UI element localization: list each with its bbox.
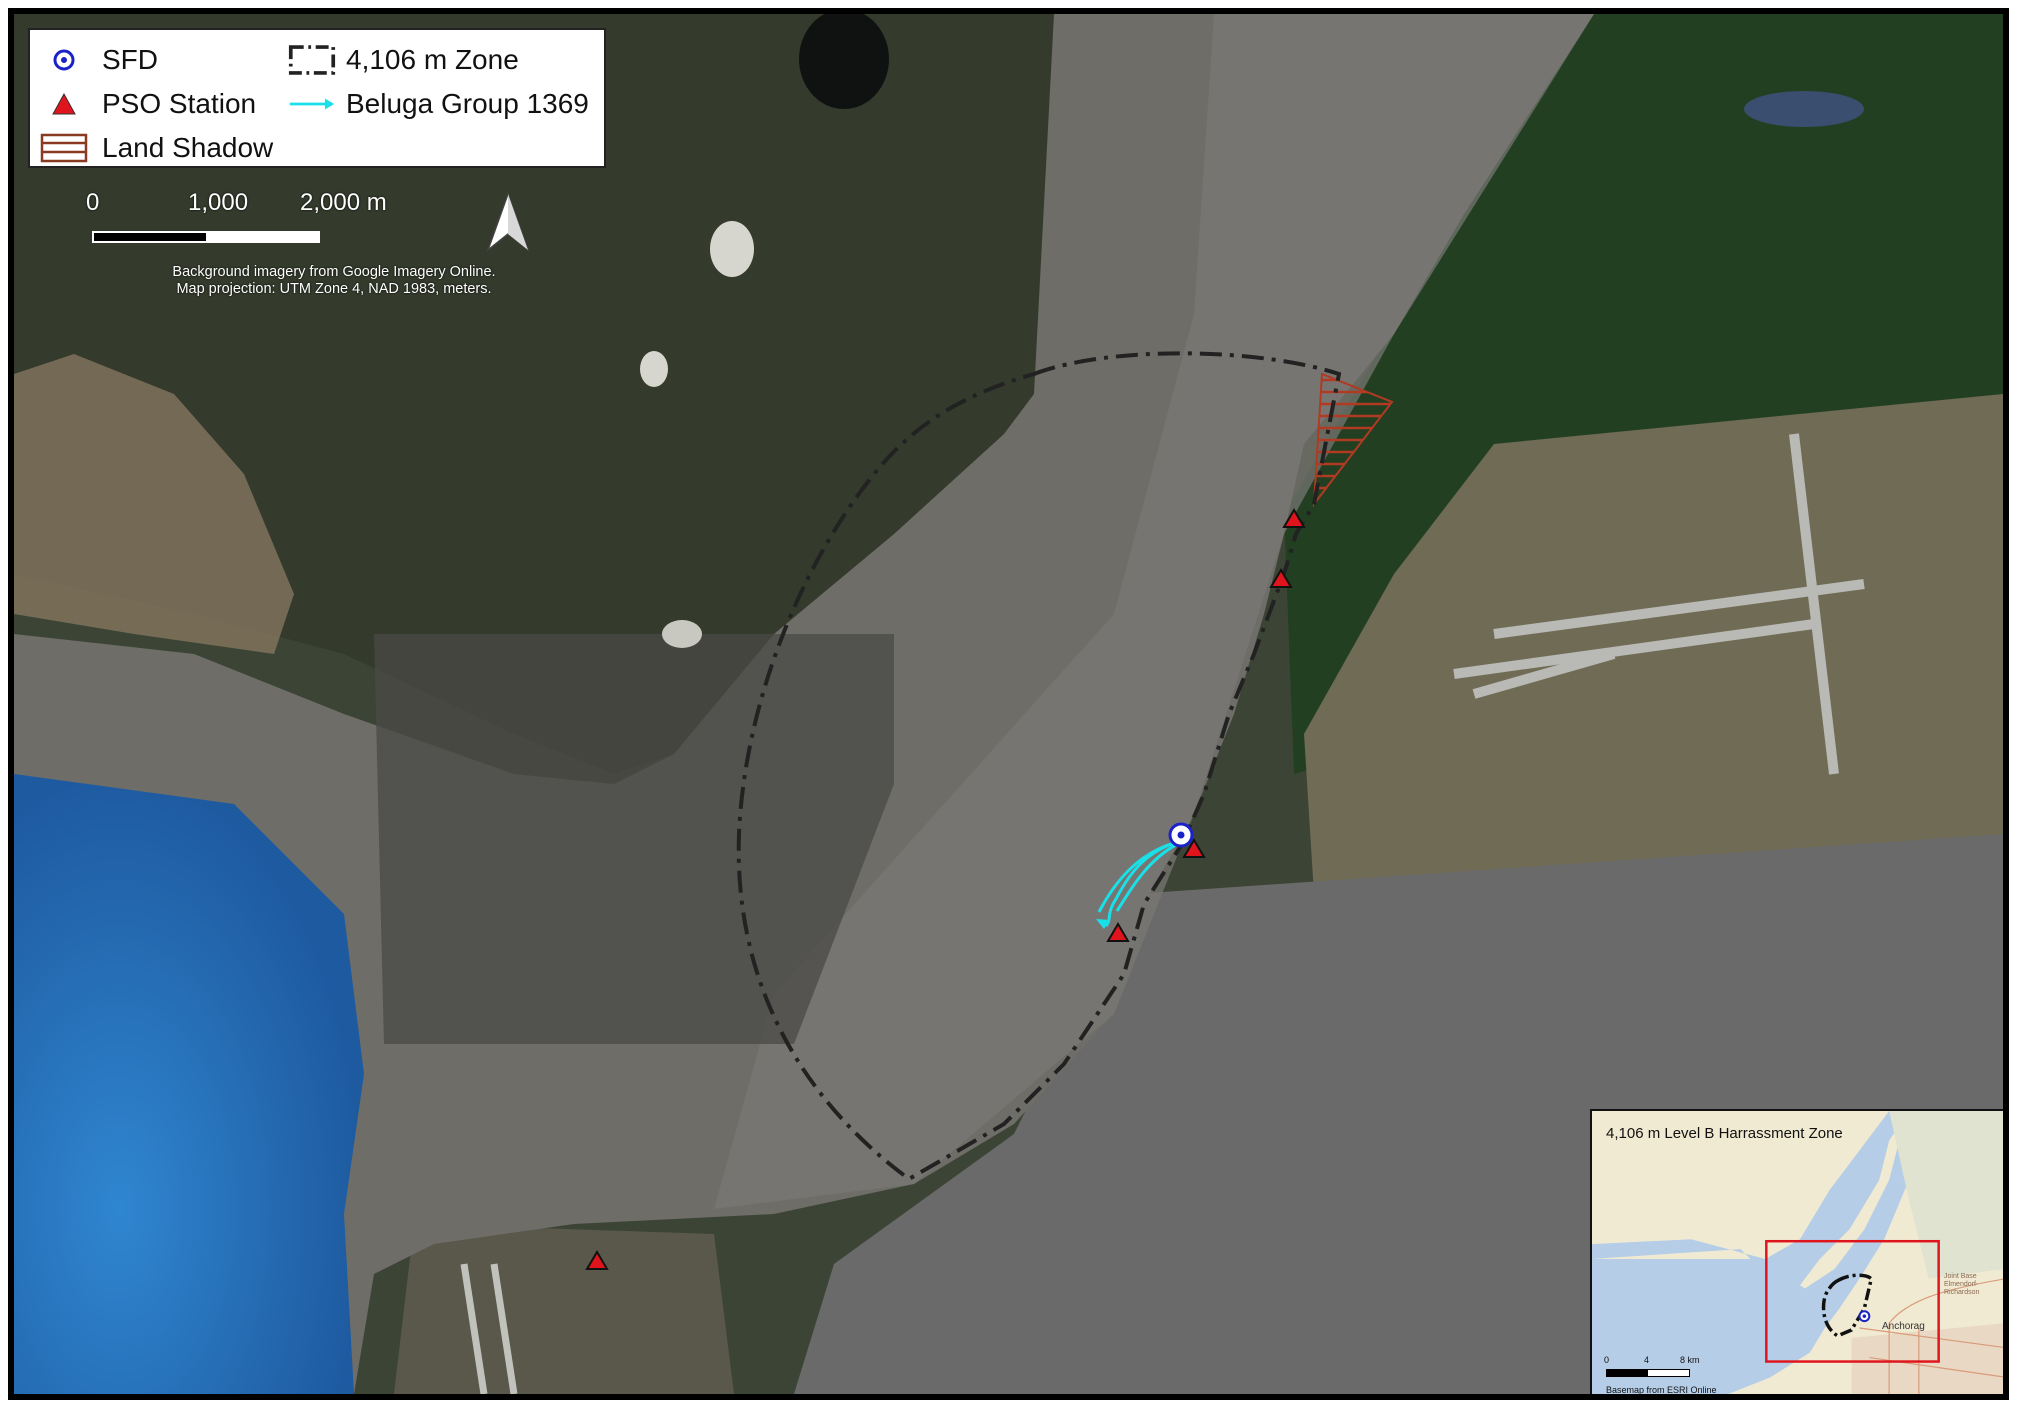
- legend-item-zone: 4,106 m Zone: [288, 43, 519, 77]
- inset-map: 4,106 m Level B Harrassment Zone Joint B…: [1590, 1109, 2003, 1395]
- pso-station-marker[interactable]: [585, 1250, 609, 1270]
- sfd-icon: [40, 43, 88, 77]
- pso-station-marker[interactable]: [1106, 922, 1130, 942]
- inset-scale-bar: 0 4 8 km: [1604, 1355, 1724, 1381]
- pso-station-marker[interactable]: [1182, 838, 1206, 858]
- airbase-area: [1304, 394, 2003, 914]
- inset-base-label: Joint Base Elmendorf-Richardson: [1944, 1273, 1980, 1296]
- triangle-icon: [40, 87, 88, 121]
- pond: [640, 351, 668, 387]
- scale-track: [92, 231, 320, 243]
- legend-item-beluga: Beluga Group 1369: [288, 87, 589, 121]
- map-frame[interactable]: SFD 4,106 m Zone PSO Station Beluga Grou…: [8, 8, 2009, 1400]
- inset-credit: Basemap from ESRI Online: [1606, 1385, 1717, 1395]
- north-arrow-icon: [486, 192, 530, 252]
- legend-label: SFD: [102, 44, 158, 75]
- legend-label: Beluga Group 1369: [346, 88, 589, 119]
- inset-basemap: [1592, 1111, 2003, 1394]
- legend-label: Land Shadow: [102, 132, 274, 163]
- beluga-track: [1097, 841, 1180, 927]
- legend-item-sfd: SFD: [40, 43, 158, 77]
- pso-stations: [585, 508, 1306, 1270]
- zone-outline-4106m: [736, 351, 1342, 1182]
- south-airport-area: [394, 1224, 734, 1394]
- legend-item-land-shadow: Land Shadow: [40, 131, 273, 165]
- inset-city-label: Anchorag: [1882, 1321, 1925, 1332]
- inset-scale-label: 8 km: [1680, 1355, 1700, 1365]
- map-credits: Background imagery from Google Imagery O…: [144, 264, 524, 298]
- legend-item-pso-station: PSO Station: [40, 87, 256, 121]
- pond: [1744, 91, 1864, 127]
- satellite-map[interactable]: [14, 14, 2003, 1394]
- south-runways: [460, 1263, 518, 1394]
- sfd-marker[interactable]: [1168, 822, 1194, 848]
- airbase-runways: [1453, 433, 1865, 775]
- channel-lighter-strip: [714, 14, 1594, 1209]
- inset-scale-label: 0: [1604, 1355, 1610, 1365]
- inset-title: 4,106 m Level B Harrassment Zone: [1606, 1125, 1843, 1142]
- ocean-water: [14, 774, 364, 1394]
- legend-label: 4,106 m Zone: [346, 44, 519, 75]
- scale-label: 2,000 m: [300, 189, 387, 216]
- scale-label: 1,000: [188, 189, 249, 216]
- scale-label: 0: [86, 189, 100, 216]
- inset-extent-box: [1765, 1239, 1940, 1363]
- inset-zone-outline: [1821, 1273, 1874, 1338]
- legend-label: PSO Station: [102, 88, 257, 119]
- arrow-icon: [288, 87, 336, 121]
- dashed-rectangle-icon: [288, 43, 336, 77]
- pond: [662, 620, 702, 648]
- hatched-rectangle-icon: [40, 131, 88, 165]
- map-legend: SFD 4,106 m Zone PSO Station Beluga Grou…: [28, 28, 606, 168]
- pond: [710, 221, 754, 277]
- credit-line: Map projection: UTM Zone 4, NAD 1983, me…: [176, 281, 492, 297]
- inset-scale-label: 4: [1644, 1355, 1650, 1365]
- credit-line: Background imagery from Google Imagery O…: [172, 264, 496, 280]
- pso-station-marker[interactable]: [1269, 568, 1293, 588]
- dark-imagery-block: [374, 634, 894, 1044]
- tidal-flat: [14, 354, 294, 654]
- pso-station-marker[interactable]: [1282, 508, 1306, 528]
- beluga-arrowhead: [1096, 919, 1110, 929]
- lake: [799, 14, 889, 109]
- scale-bar: 0 1,000 2,000 m: [86, 189, 432, 259]
